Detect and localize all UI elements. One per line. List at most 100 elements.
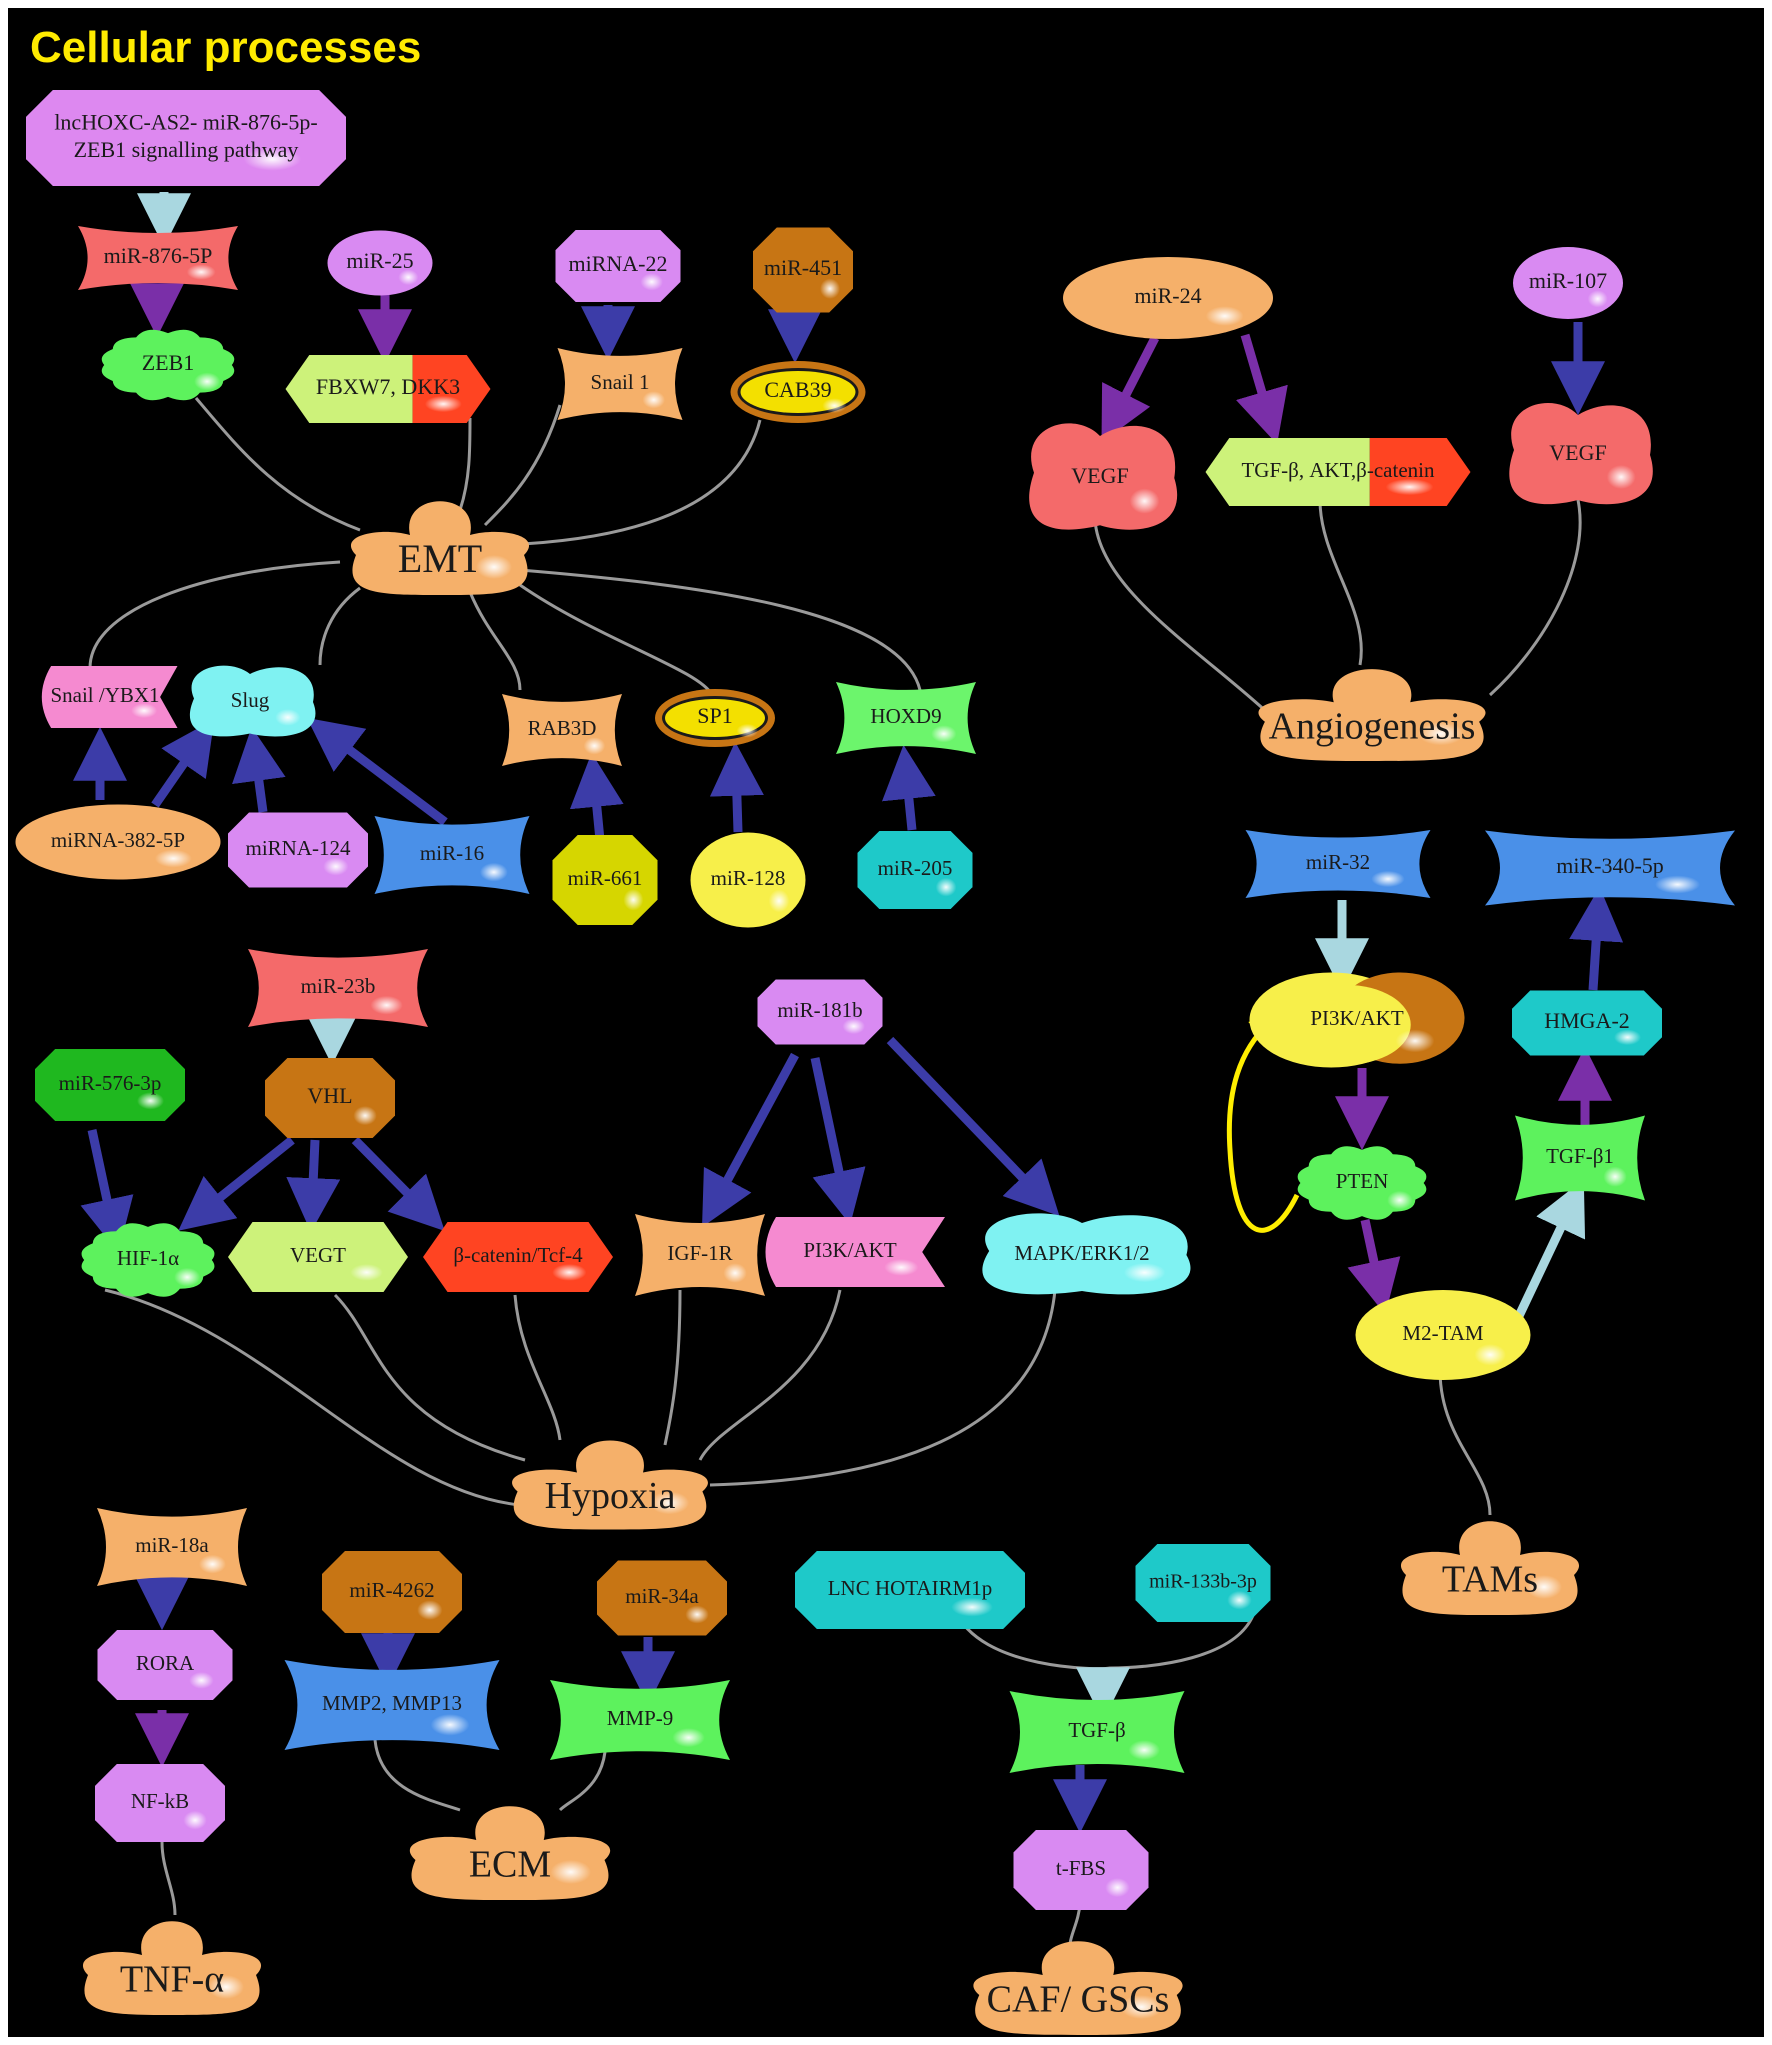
rab3d-label: RAB3D (528, 716, 597, 740)
mir23b-label: miR-23b (301, 974, 376, 998)
mapk-label: MAPK/ERK1/2 (1014, 1241, 1149, 1265)
arrow-vhl-bcatenin (351, 1136, 445, 1231)
node-pi3k-akt-right: PI3K/AKT (1249, 972, 1465, 1068)
arrow-mirna124-slug (232, 727, 286, 813)
sp1-shape (655, 689, 775, 747)
node-mir-576-3p: miR-576-3p (35, 1049, 185, 1121)
node-mir-181b: miR-181b (757, 979, 883, 1045)
node-mir-340-5p: miR-340-5p (1485, 830, 1735, 906)
mirna382-highlight (154, 849, 192, 868)
tams-highlight (1526, 1575, 1562, 1599)
hmga2-highlight (1614, 1029, 1641, 1046)
edge-snail1-emt (483, 404, 562, 527)
mir661-highlight (623, 889, 644, 911)
pi3kakt2-shape (1249, 972, 1465, 1068)
mir876-label: miR-876-5P (104, 243, 213, 268)
mir451-highlight (820, 278, 840, 299)
ecm-highlight (550, 1860, 591, 1884)
node-igf-1r: IGF-1R (635, 1214, 765, 1296)
arrow-mir181b-pi3kakt1 (810, 1057, 866, 1225)
node-fbxw7-dkk3: FBXW7, DKK3 (285, 355, 491, 423)
sp1-highlight (736, 723, 759, 738)
node-hmga-2: HMGA-2 (1512, 990, 1662, 1056)
arrow-pten-m2tam (1347, 1219, 1401, 1315)
cafgscs-label: CAF/ GSCs (987, 1979, 1170, 2021)
edge-emt-snailybx1 (88, 560, 341, 669)
arrow-mir16-slug (306, 717, 448, 826)
node-mir-18a: miR-18a (97, 1508, 247, 1586)
edge-zeb1-emt (194, 397, 361, 532)
node-mir-4262: miR-4262 (322, 1551, 462, 1633)
vhl-label: VHL (307, 1083, 352, 1108)
hoxd9-highlight (931, 725, 957, 743)
mir34a-label: miR-34a (625, 1584, 699, 1608)
node-emt: EMT (350, 501, 530, 595)
edge-tgfakt-angio (1318, 499, 1363, 666)
tgfakt-label: TGF-β, AKT,β-catenin (1241, 458, 1435, 482)
zeb1-label: ZEB1 (142, 350, 195, 375)
node-mirna-382-5p: miRNA-382-5P (15, 804, 221, 880)
cafgscs-highlight (1120, 1995, 1163, 2019)
connector-lines (88, 397, 1582, 1946)
node-mir-34a: miR-34a (597, 1560, 727, 1636)
mir4262-highlight (417, 1600, 443, 1620)
igf1r-label: IGF-1R (667, 1241, 732, 1265)
diagram-title: Cellular processes (30, 23, 421, 72)
node-tams: TAMs (1400, 1521, 1580, 1615)
arrow-mir128-sp1 (709, 741, 764, 833)
mir18a-label: miR-18a (135, 1533, 209, 1557)
edge-vegf2-angio (1488, 499, 1582, 697)
arrow-pten-pi3kakt2-loop (1226, 1012, 1300, 1233)
node-pi3k-akt-left: PI3K/AKT (765, 1217, 945, 1287)
vegt-label: VEGT (290, 1243, 346, 1267)
rab3d-highlight (583, 737, 606, 755)
arrow-mir181b-mapk (886, 1036, 1060, 1217)
mir205-highlight (935, 877, 957, 897)
edge-fbxw7-emt (458, 417, 472, 511)
fbxw7-highlight (424, 395, 462, 413)
cab39-highlight (822, 398, 847, 414)
edge-emt-slug (318, 586, 361, 666)
arrows (73, 192, 1624, 1834)
node-mir-16: miR-16 (374, 816, 530, 894)
arrow-vhl-hif1a (178, 1136, 295, 1231)
pi3kakt1-label: PI3K/AKT (803, 1238, 897, 1262)
edge-cab39-emt (499, 419, 762, 547)
mir32-highlight (1371, 870, 1405, 888)
tnfa-highlight (208, 1975, 244, 1999)
mmp9-label: MMP-9 (607, 1706, 674, 1730)
edge-vegt-hypoxia (333, 1293, 526, 1462)
mmp213-label: MMP2, MMP13 (322, 1691, 462, 1715)
node-mir-25: miR-25 (327, 230, 433, 296)
snail1-label: Snail 1 (591, 370, 650, 394)
node-lnc-hotairm1p: LNC HOTAIRM1p (795, 1551, 1025, 1629)
mir133b-label: miR-133b-3p (1149, 1571, 1257, 1593)
pten-label: PTEN (1336, 1169, 1389, 1193)
edge-hif1a-hypoxia (104, 1288, 521, 1507)
lnchoxc-highlight (243, 147, 302, 171)
node-mir-133b-3p: miR-133b-3p (1135, 1544, 1271, 1622)
arrow-m2tam-tgfb1 (1513, 1179, 1586, 1320)
edge-emt-sp1 (519, 583, 714, 696)
mir661-label: miR-661 (568, 866, 643, 890)
mir576-label: miR-576-3p (59, 1071, 162, 1095)
mir24-highlight (1205, 306, 1244, 326)
node-tgf-b-akt-b-catenin: TGF-β, AKT,β-catenin (1205, 438, 1471, 506)
arrow-mir24-tgfakt (1235, 333, 1288, 445)
node-mirna-22: miRNA-22 (555, 230, 681, 302)
vhl-highlight (353, 1106, 377, 1126)
cab39-label: CAB39 (764, 377, 831, 402)
emt-label: EMT (398, 536, 482, 581)
edge-mapk-hypoxia (709, 1289, 1057, 1487)
hotairm1-highlight (951, 1597, 993, 1617)
node-tgf-b1: TGF-β1 (1515, 1115, 1645, 1201)
hif1a-label: HIF-1α (117, 1246, 179, 1270)
mapk-highlight (1123, 1263, 1166, 1283)
fbxw7-label: FBXW7, DKK3 (316, 374, 460, 399)
node-mir-205: miR-205 (857, 831, 973, 909)
pi3kakt1-highlight (884, 1259, 919, 1276)
vegf2-highlight (1606, 465, 1636, 489)
mir107-label: miR-107 (1529, 268, 1607, 293)
node-slug: Slug (189, 665, 316, 737)
tgfakt-shape (1205, 438, 1471, 506)
